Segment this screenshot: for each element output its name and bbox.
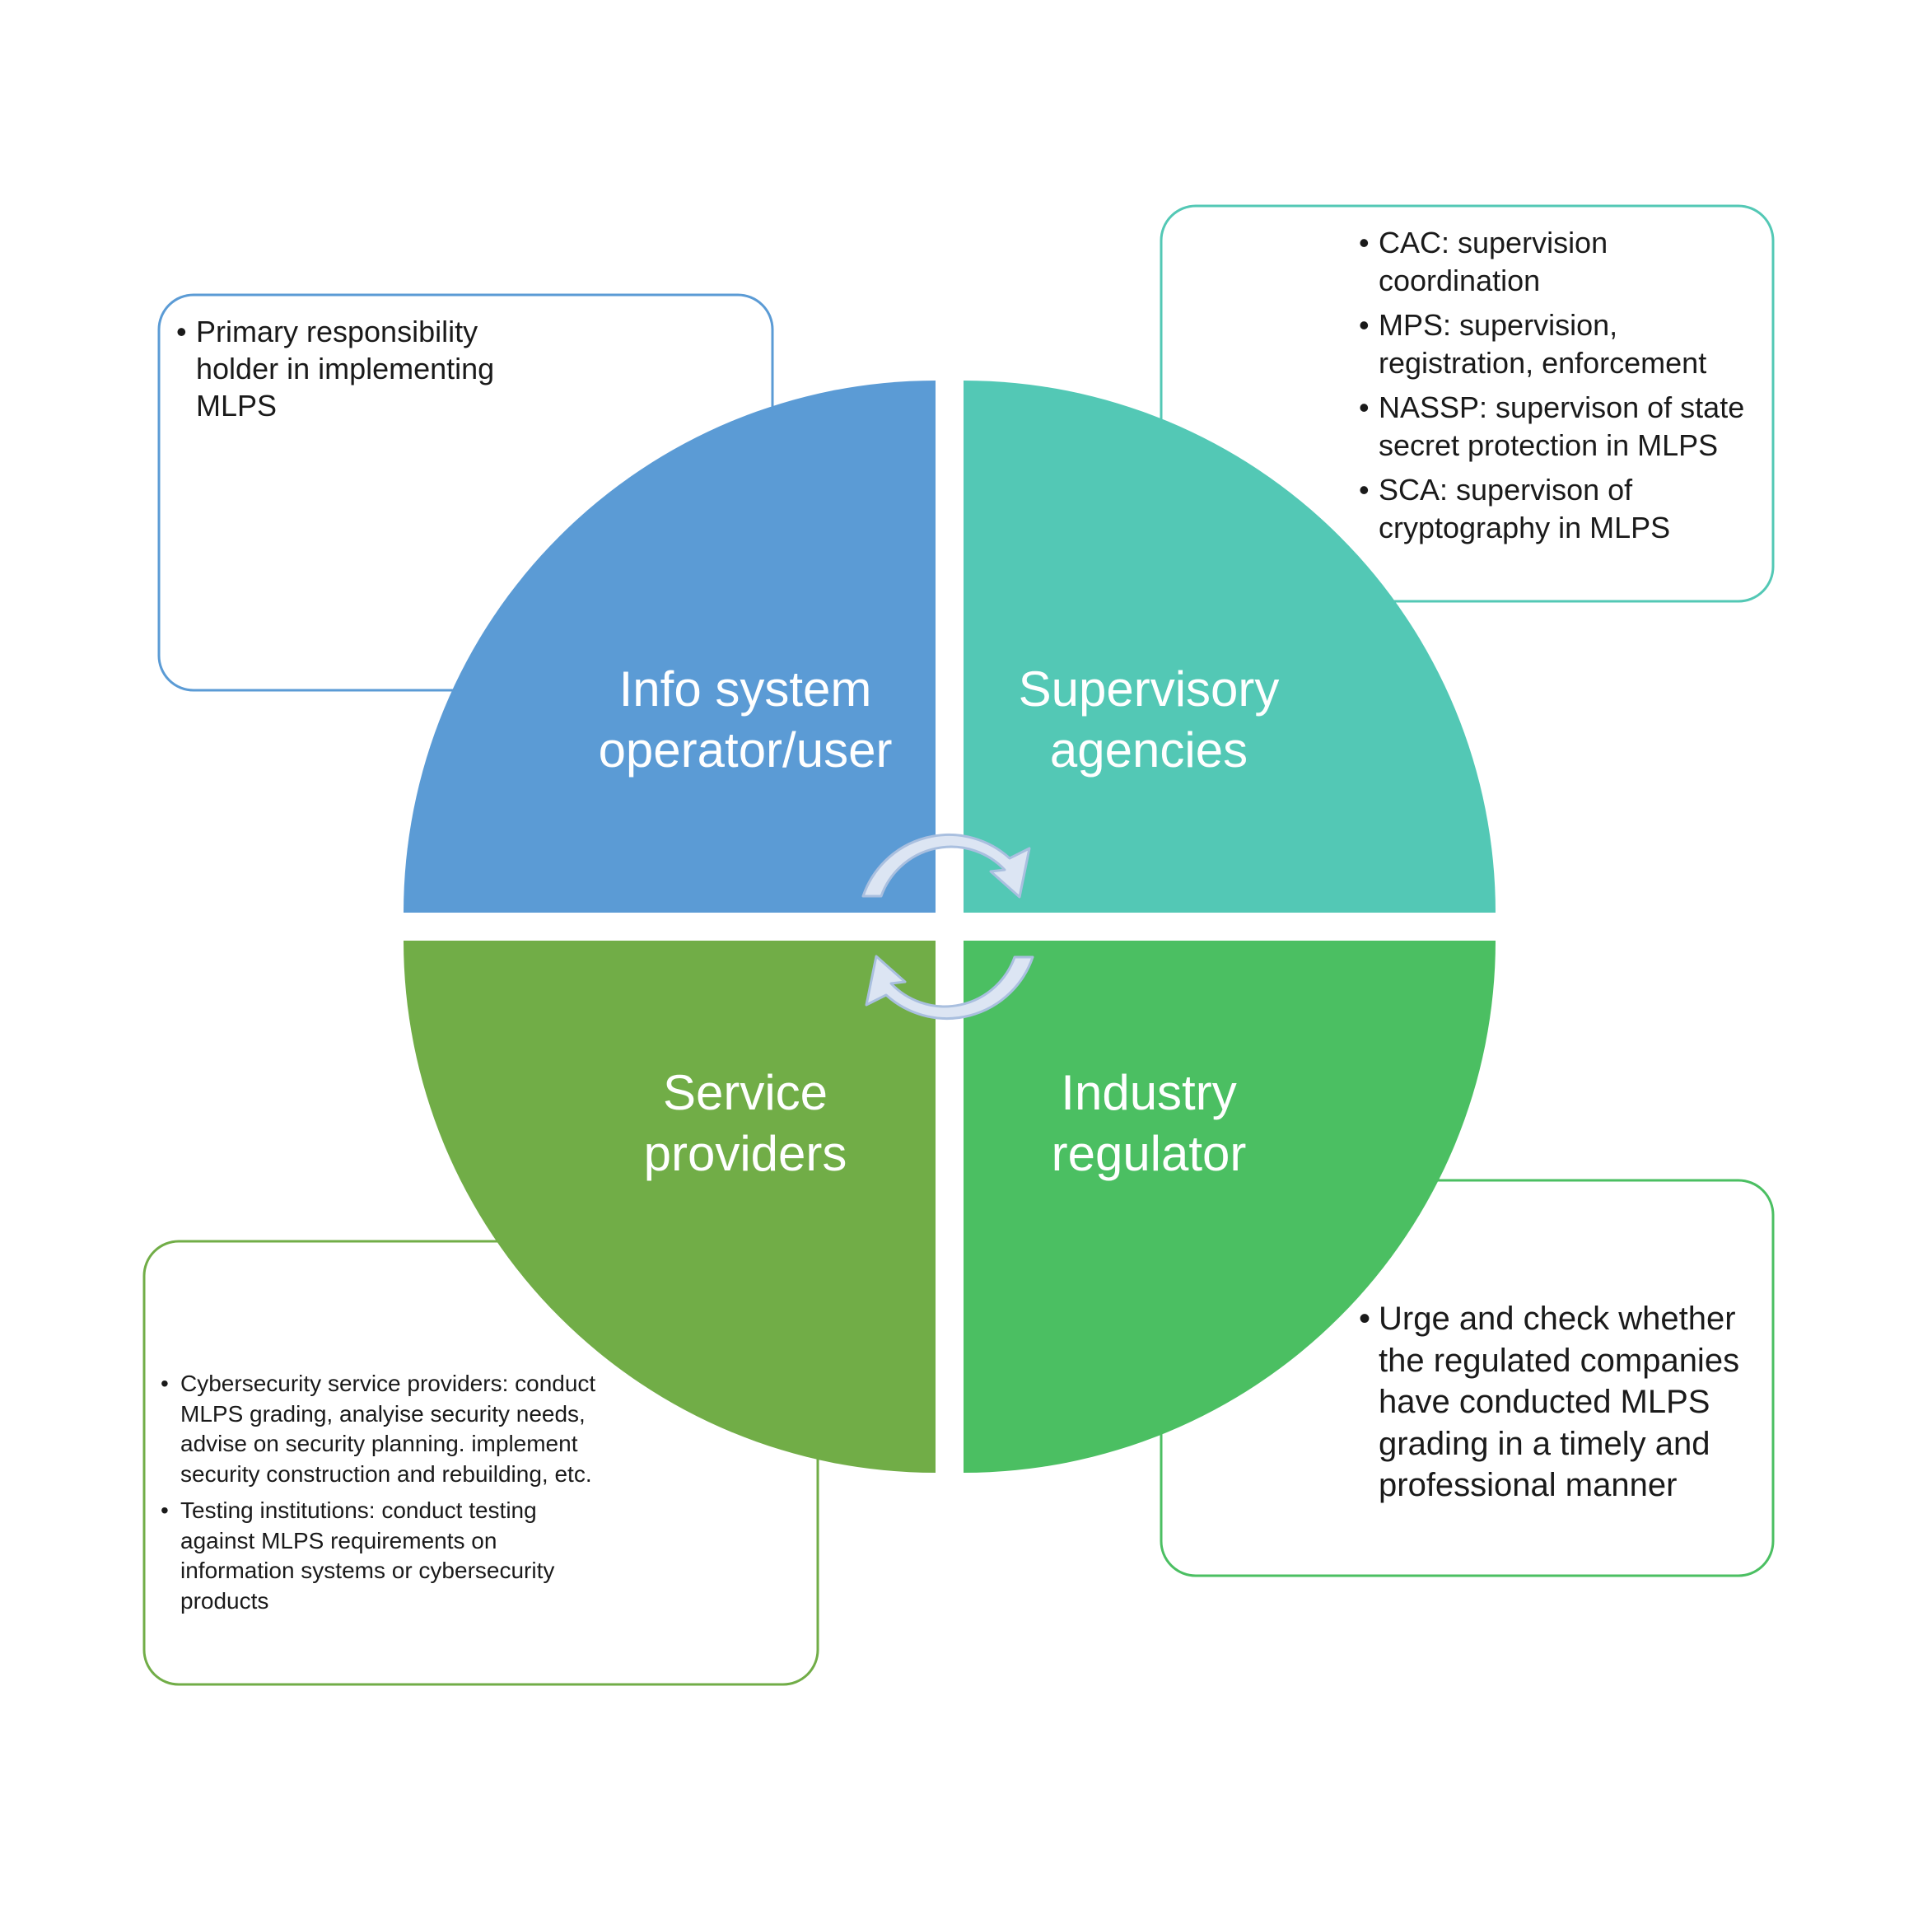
- quadrant-service-providers: [404, 941, 936, 1473]
- callout-text-industry-regulator: Urge and check whether the regulated com…: [1359, 1298, 1746, 1507]
- bullet-item: Urge and check whether the regulated com…: [1359, 1298, 1746, 1507]
- cycle-arrow-bottom-icon: [865, 955, 1034, 1020]
- bullet-item: Cybersecurity service providers: conduct…: [161, 1369, 597, 1489]
- bullet-item: MPS: supervision, registration, enforcem…: [1359, 306, 1754, 382]
- quadrant-label-operator: Info system operator/user: [598, 661, 893, 778]
- cycle-arrows: [861, 834, 1034, 1020]
- callout-text-operator: Primary responsibility holder in impleme…: [176, 313, 563, 424]
- quadrant-industry-regulator: [964, 941, 1496, 1473]
- bullet-item: NASSP: supervison of state secret protec…: [1359, 389, 1754, 465]
- quadrant-label-supervisory: Supervisory agencies: [1018, 661, 1280, 778]
- quadrant-supervisory-agencies: [964, 381, 1496, 913]
- callout-text-service-providers: Cybersecurity service providers: conduct…: [161, 1369, 597, 1616]
- quadrant-label-industry-regulator: Industry regulator: [1051, 1065, 1247, 1181]
- callout-text-supervisory: CAC: supervision coordination MPS: super…: [1359, 224, 1754, 547]
- bullet-item: CAC: supervision coordination: [1359, 224, 1754, 300]
- bullet-item: Testing institutions: conduct testing ag…: [161, 1496, 597, 1616]
- bullet-item: Primary responsibility holder in impleme…: [176, 313, 563, 424]
- bullet-item: SCA: supervison of cryptography in MLPS: [1359, 471, 1754, 547]
- quadrant-label-service-providers: Service providers: [643, 1065, 847, 1181]
- cycle-arrow-top-icon: [861, 834, 1031, 899]
- quadrant-info-system-operator: [404, 381, 936, 913]
